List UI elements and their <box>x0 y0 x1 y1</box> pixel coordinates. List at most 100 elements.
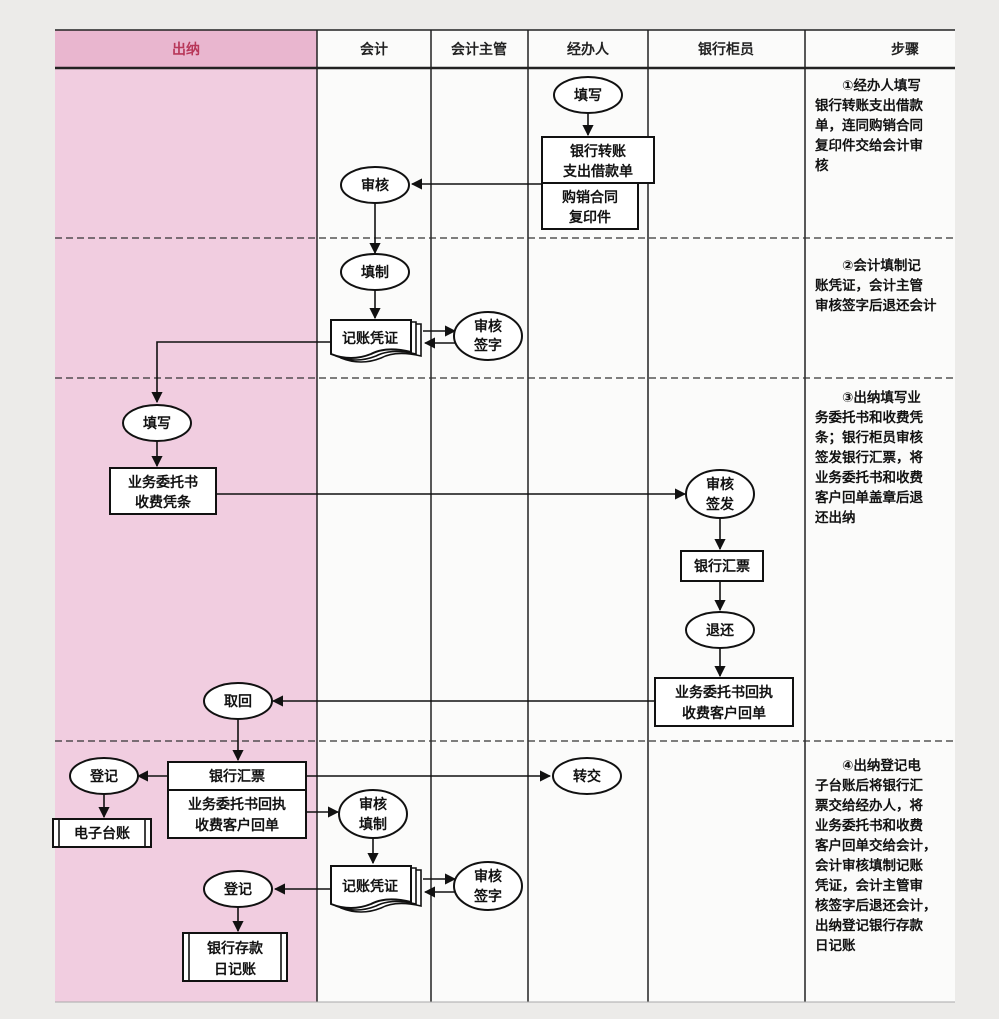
phase-separators <box>55 237 955 742</box>
box-shape <box>109 467 217 515</box>
header-chief-accountant: 会计主管 <box>451 41 507 58</box>
step-4-line-4: 业务委托书和收费 <box>815 817 923 834</box>
box-shape <box>167 761 307 791</box>
node-bank-journal: 银行存款 日记账 <box>182 932 288 982</box>
node-register-2: 登记 <box>203 870 273 908</box>
box-shape <box>541 182 639 230</box>
header-cashier: 出纳 <box>172 41 200 58</box>
node-receipt-1: 业务委托书回执 收费客户回单 <box>654 677 794 727</box>
node-fill-in-1: 填写 <box>553 76 623 114</box>
node-label-line-2: 填制 <box>359 816 387 833</box>
doc-shape <box>330 319 412 359</box>
node-label: 取回 <box>224 694 252 710</box>
cashier-header-cell <box>55 30 317 68</box>
step-3-line-6: 客户回单盖章后退 <box>814 489 923 506</box>
node-label: 记账凭证 <box>342 878 398 895</box>
node-label-line-2: 日记账 <box>214 962 256 978</box>
step-4-line-10: 日记账 <box>815 938 856 954</box>
doc-shape <box>330 865 412 909</box>
node-label-line-2: 收费客户回单 <box>682 705 766 722</box>
step-3-line-5: 业务委托书和收费 <box>815 469 923 486</box>
ellipse-shape <box>552 757 622 795</box>
step-3-line-7: 还出纳 <box>814 509 856 526</box>
node-label: 审核 <box>361 177 389 194</box>
cashier-lane <box>55 30 317 1002</box>
node-retrieve: 取回 <box>203 682 273 720</box>
node-label: 登记 <box>223 881 252 898</box>
step-1-text: ①经办人填写 银行转账支出借款 单，连同购销合同 复印件交给会计审 核 <box>814 77 923 174</box>
node-prepare-1: 填制 <box>340 253 410 291</box>
step-1-line-5: 核 <box>815 157 829 174</box>
step-4-line-9: 出纳登记银行存款 <box>815 917 923 934</box>
node-voucher-2: 记账凭证 <box>330 865 422 913</box>
box-shape <box>182 932 288 982</box>
node-review-prepare: 审核 填制 <box>338 789 408 839</box>
node-contract-copy: 购销合同 复印件 <box>541 182 639 230</box>
step-4-line-8: 核签字后退还会计， <box>815 897 937 914</box>
header-steps: 步骤 <box>891 41 919 58</box>
node-label-line-1: 审核 <box>359 796 387 813</box>
step-2-text: ②会计填制记 账凭证，会计主管 审核签字后退还会计 <box>815 257 937 314</box>
node-fill-in-2: 填写 <box>122 404 192 442</box>
node-transfer-slip: 银行转账 支出借款单 <box>541 136 655 184</box>
step-2-line-2: 账凭证，会计主管 <box>815 277 923 294</box>
node-review-issue: 审核 签发 <box>685 469 755 519</box>
node-review-sign-2: 审核 签字 <box>453 861 523 911</box>
box-shape <box>680 550 764 582</box>
node-label: 填写 <box>143 415 171 432</box>
node-voucher-1: 记账凭证 <box>330 319 422 363</box>
header-accountant: 会计 <box>360 41 388 58</box>
node-label-line-2: 支出借款单 <box>562 163 633 180</box>
step-3-line-2: 务委托书和收费凭 <box>815 409 923 426</box>
node-label-line-2: 签字 <box>473 337 502 354</box>
header-handler: 经办人 <box>567 41 610 58</box>
node-receipt-2: 业务委托书回执 收费客户回单 <box>167 789 307 839</box>
node-return: 退还 <box>685 611 755 649</box>
step-4-line-2: 子台账后将银行汇 <box>815 777 923 794</box>
node-label-line-1: 银行存款 <box>207 940 264 957</box>
node-e-ledger: 电子台账 <box>52 818 152 848</box>
step-3-line-4: 签发银行汇票，将 <box>814 449 923 466</box>
box-shape <box>541 136 655 184</box>
node-label: 转交 <box>573 768 601 785</box>
ellipse-shape <box>453 861 523 911</box>
node-label-line-1: 业务委托书回执 <box>188 796 286 813</box>
header-bank-teller: 银行柜员 <box>698 41 754 58</box>
step-1-line-2: 银行转账支出借款 <box>815 97 923 114</box>
node-label-line-2: 签字 <box>473 888 502 905</box>
node-label: 填写 <box>574 87 602 104</box>
step-4-line-7: 凭证，会计主管审 <box>814 877 923 894</box>
node-label: 银行汇票 <box>694 558 750 575</box>
node-review-1: 审核 <box>340 166 410 204</box>
node-label-line-1: 审核 <box>474 318 502 335</box>
node-label-line-1: 购销合同 <box>562 189 618 206</box>
step-4-text: ④出纳登记电 子台账后将银行汇 票交给经办人，将 业务委托书和收费 客户回单交给… <box>814 757 937 954</box>
node-label: 登记 <box>89 768 118 785</box>
step-1-line-1: ①经办人填写 <box>842 77 921 94</box>
step-4-line-3: 票交给经办人，将 <box>815 797 923 814</box>
node-handover: 转交 <box>552 757 622 795</box>
node-register-1: 登记 <box>69 757 139 795</box>
node-entrust-form: 业务委托书 收费凭条 <box>109 467 217 515</box>
step-3-text: ③出纳填写业 务委托书和收费凭 条；银行柜员审核 签发银行汇票，将 业务委托书和… <box>814 389 923 526</box>
step-1-line-3: 单，连同购销合同 <box>815 117 923 134</box>
node-label-line-1: 业务委托书回执 <box>675 684 773 701</box>
step-2-line-1: ②会计填制记 <box>842 257 921 274</box>
edge-voucher-to-cashier <box>151 341 331 404</box>
box-shape <box>167 789 307 839</box>
node-bank-draft-1: 银行汇票 <box>680 550 764 582</box>
node-label-line-1: 银行转账 <box>570 143 626 160</box>
box-shape <box>52 818 152 848</box>
node-review-sign-1: 审核 签字 <box>453 311 523 361</box>
node-label-line-1: 审核 <box>474 868 502 885</box>
node-label: 填制 <box>361 264 389 281</box>
node-label-line-2: 复印件 <box>568 209 611 226</box>
step-3-line-3: 条；银行柜员审核 <box>814 429 923 446</box>
column-headers: 出纳 会计 会计主管 经办人 银行柜员 步骤 <box>172 41 919 58</box>
step-2-line-3: 审核签字后退还会计 <box>815 297 937 314</box>
node-label-line-2: 收费凭条 <box>135 494 192 511</box>
step-4-line-6: 会计审核填制记账 <box>815 857 923 874</box>
step-4-line-5: 客户回单交给会计， <box>814 837 937 854</box>
